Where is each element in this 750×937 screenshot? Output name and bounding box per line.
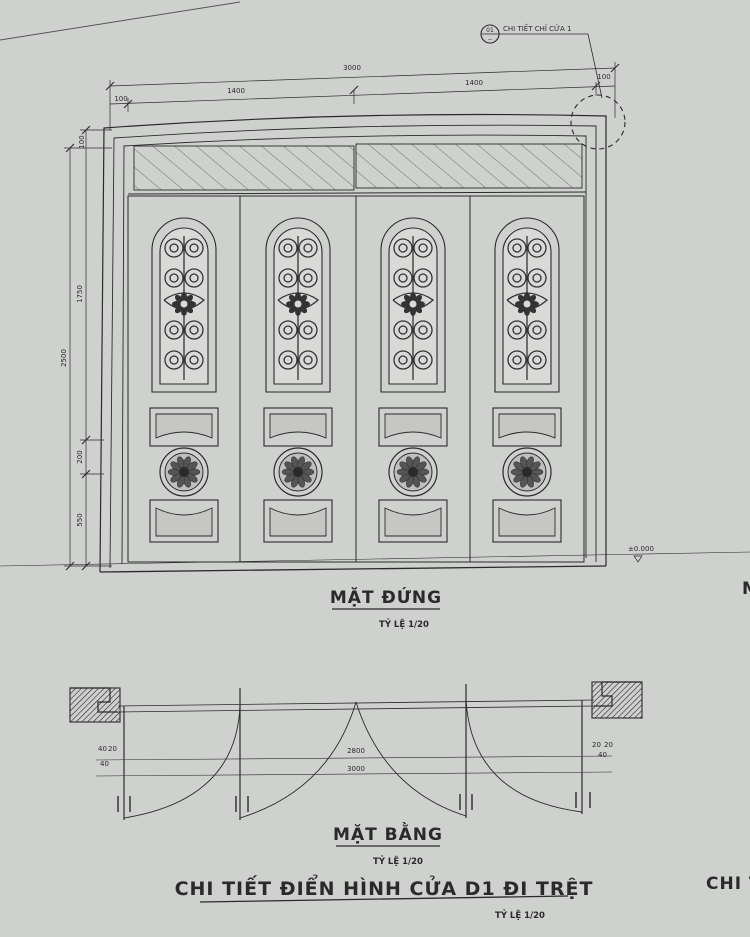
- door-leaf-outline: [469, 195, 585, 563]
- dim-left-pair: 1400: [227, 87, 245, 95]
- rosette-petals: [167, 456, 201, 488]
- callout-number: 01: [486, 27, 494, 34]
- plan-dim-right-1: 20: [592, 741, 601, 749]
- arched-panel: [265, 217, 331, 393]
- middle-panel: [378, 407, 448, 447]
- lower-panel: [263, 499, 333, 543]
- rosette-petals: [510, 456, 544, 488]
- middle-panel: [263, 407, 333, 447]
- middle-panel: [492, 407, 562, 447]
- middle-panel-inset: [498, 413, 556, 439]
- plan-dim-right-2: 20: [604, 741, 613, 749]
- dim-lower-height: 550: [76, 513, 84, 526]
- dimension-ticks: [65, 63, 620, 571]
- dim-middle-height: 200: [76, 450, 84, 463]
- plan-scale: TỶ LỆ 1/20: [373, 855, 423, 867]
- door-leaves: [127, 195, 585, 563]
- dim-right-pair: 1400: [465, 79, 483, 87]
- iron-scroll-ornament: [392, 236, 435, 380]
- plan-dim-left-3: 40: [100, 760, 109, 768]
- callout-label: CHI TIẾT CHỈ CỬA 1: [503, 23, 572, 33]
- lower-panel: [149, 499, 219, 543]
- plan-dim-clear: 2800: [347, 747, 365, 755]
- middle-panel-inset: [384, 413, 442, 439]
- dim-frame-right: 100: [597, 73, 610, 81]
- lower-panel-inset: [155, 507, 213, 537]
- flower-ornament: [172, 292, 196, 316]
- sheet-title: CHI TIẾT ĐIỂN HÌNH CỬA D1 ĐI TRỆT: [175, 874, 594, 900]
- arched-panel: [380, 217, 446, 393]
- rosette-medallion: [502, 447, 552, 497]
- arched-panel: [151, 217, 217, 393]
- callout-sheet: --: [488, 36, 492, 43]
- door-leaf-2: [239, 195, 357, 563]
- dim-top-frame: 100: [78, 135, 86, 148]
- lower-panel: [492, 499, 562, 543]
- edge-fragment-bottom: CHI T: [706, 874, 750, 894]
- right-wall-section: [591, 681, 643, 719]
- plan-dim-left-1: 40: [98, 745, 107, 753]
- rosette-medallion: [159, 447, 209, 497]
- door-leaf-4: [469, 195, 585, 563]
- flower-ornament: [286, 292, 310, 316]
- elevation-dimension-lines: [0, 62, 750, 567]
- dim-upper-height: 1750: [76, 285, 84, 303]
- plan-view: [69, 681, 643, 820]
- dim-total-height: 2500: [60, 349, 68, 367]
- elevation-title: MẶT ĐỨNG: [330, 586, 442, 608]
- dim-frame-left: 100: [114, 95, 127, 103]
- rosette-petals: [281, 456, 315, 488]
- flower-ornament: [401, 292, 425, 316]
- lower-panel-inset: [498, 507, 556, 537]
- middle-panel-inset: [269, 413, 327, 439]
- rosette-medallion: [388, 447, 438, 497]
- plan-dim-right-3: 40: [598, 751, 607, 759]
- level-triangle-icon: [633, 555, 643, 563]
- iron-scroll-ornament: [163, 236, 206, 380]
- rosette-petals: [396, 456, 430, 488]
- level-mark: ±0.000: [628, 545, 654, 553]
- sheet-border-line: [0, 1, 241, 41]
- lower-panel: [378, 499, 448, 543]
- detail-callout: [480, 24, 626, 150]
- flower-ornament: [515, 292, 539, 316]
- elevation-scale: TỶ LỆ 1/20: [379, 618, 429, 630]
- plan-title: MẶT BẰNG: [333, 821, 443, 845]
- rosette-medallion: [273, 447, 323, 497]
- middle-panel-inset: [155, 413, 213, 439]
- plan-dim-overall: 3000: [347, 765, 365, 773]
- lower-panel-inset: [269, 507, 327, 537]
- door-frame: [99, 113, 607, 573]
- left-wall-section: [69, 687, 121, 723]
- sheet-title-underline: [199, 895, 569, 903]
- plan-dim-left-2: 20: [108, 745, 117, 753]
- lower-panel-inset: [384, 507, 442, 537]
- arched-panel: [494, 217, 560, 393]
- sheet-scale: TỶ LỆ 1/20: [495, 909, 545, 921]
- dim-overall-width: 3000: [343, 64, 361, 72]
- transom-glass: [127, 143, 587, 195]
- middle-panel: [149, 407, 219, 447]
- edge-fragment-mid: M: [742, 579, 750, 599]
